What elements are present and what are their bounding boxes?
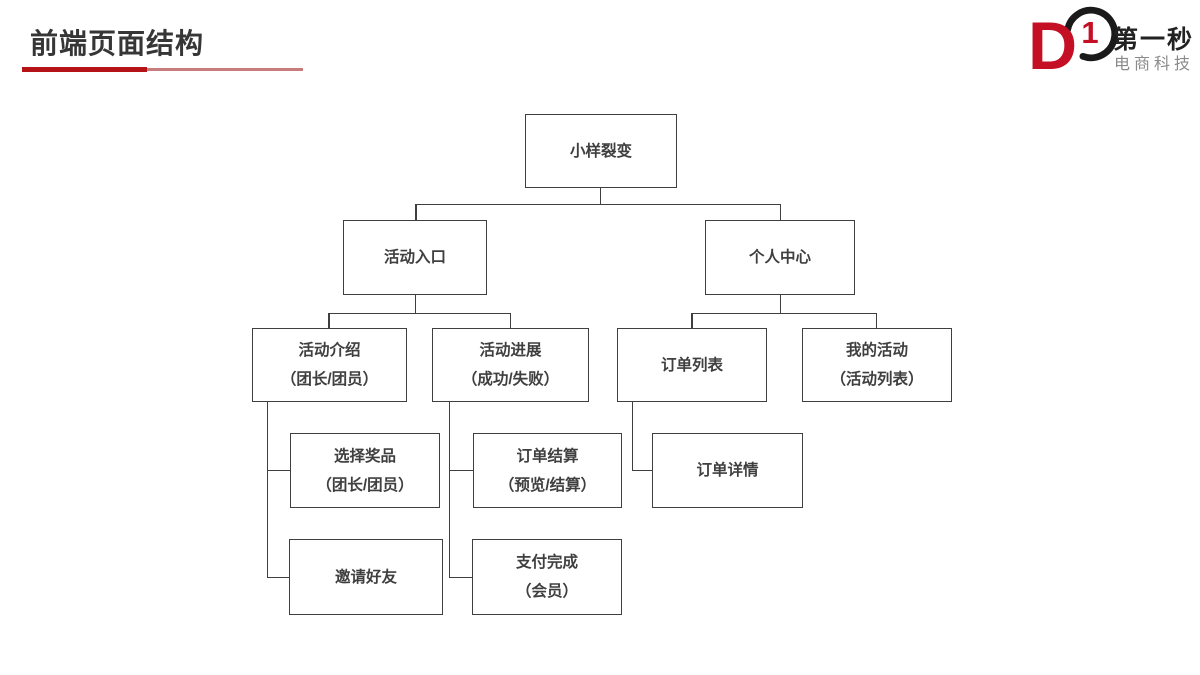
node-label: 邀请好友 (334, 568, 397, 586)
node-label-line2: （预览/结算） (498, 476, 597, 494)
connector-line (448, 469, 474, 471)
node-label-line1: 活动进展 (479, 342, 542, 359)
node-label-line2: （会员） (515, 583, 578, 600)
node-label: 个人中心 (748, 249, 811, 266)
node-label-line1: 我的活动 (845, 342, 908, 359)
node-label: 活动入口 (383, 249, 446, 266)
connector-line (691, 312, 693, 329)
connector-line (266, 576, 290, 578)
connector-line (691, 312, 877, 314)
node-label-line1: 选择奖品 (333, 447, 396, 465)
node-order-list: 订单列表 (617, 328, 767, 402)
connector-line (875, 312, 877, 329)
node-label-line2: （团长/团员） (316, 476, 414, 494)
node-payment-complete: 支付完成 （会员） (472, 539, 622, 615)
logo-digit-one: 1 (1081, 15, 1099, 50)
node-activity-progress: 活动进展 （成功/失败） (432, 328, 589, 402)
node-my-activities: 我的活动 （活动列表） (802, 328, 952, 402)
node-activity-intro: 活动介绍 （团长/团员） (252, 328, 407, 402)
node-activity-entry: 活动入口 (343, 220, 487, 295)
connector-line (599, 188, 601, 204)
connector-line (415, 203, 417, 221)
node-order-settlement: 订单结算 （预览/结算） (473, 433, 622, 508)
node-label-line1: 订单结算 (516, 447, 579, 465)
node-personal-center: 个人中心 (705, 220, 855, 295)
node-label-line2: （成功/失败） (461, 371, 560, 388)
node-label-line1: 支付完成 (515, 554, 578, 571)
company-logo: D 1 第一秒 电商科技 (1020, 0, 1200, 90)
connector-line (509, 312, 511, 329)
node-label-line1: 活动介绍 (298, 342, 361, 359)
node-label: 订单详情 (696, 462, 759, 479)
page-title: 前端页面结构 (30, 28, 205, 59)
logo-ring-icon (1064, 6, 1119, 62)
connector-line (415, 203, 781, 205)
title-underline-extension (147, 68, 303, 71)
title-underline-accent (22, 67, 147, 72)
connector-line (414, 295, 416, 313)
node-label: 小样裂变 (569, 142, 632, 160)
connector-line (328, 312, 330, 329)
connector-line (266, 402, 268, 578)
connector-line (328, 312, 511, 314)
node-invite-friends: 邀请好友 (289, 539, 443, 615)
connector-line (779, 203, 781, 221)
connector-line (631, 469, 653, 471)
node-root: 小样裂变 (525, 114, 677, 188)
node-label-line2: （活动列表） (830, 371, 924, 388)
connector-line (779, 295, 781, 313)
node-label: 订单列表 (660, 356, 723, 374)
node-select-prize: 选择奖品 （团长/团员） (290, 433, 440, 508)
connector-line (448, 402, 450, 578)
logo-brand-name: 第一秒 (1113, 26, 1195, 54)
logo-letter-d: D (1028, 8, 1078, 84)
connector-line (631, 402, 633, 471)
connector-line (266, 469, 291, 471)
connector-line (448, 576, 473, 578)
node-label-line2: （团长/团员） (280, 371, 379, 388)
node-order-detail: 订单详情 (652, 433, 803, 508)
logo-brand-subtitle: 电商科技 (1114, 56, 1195, 73)
